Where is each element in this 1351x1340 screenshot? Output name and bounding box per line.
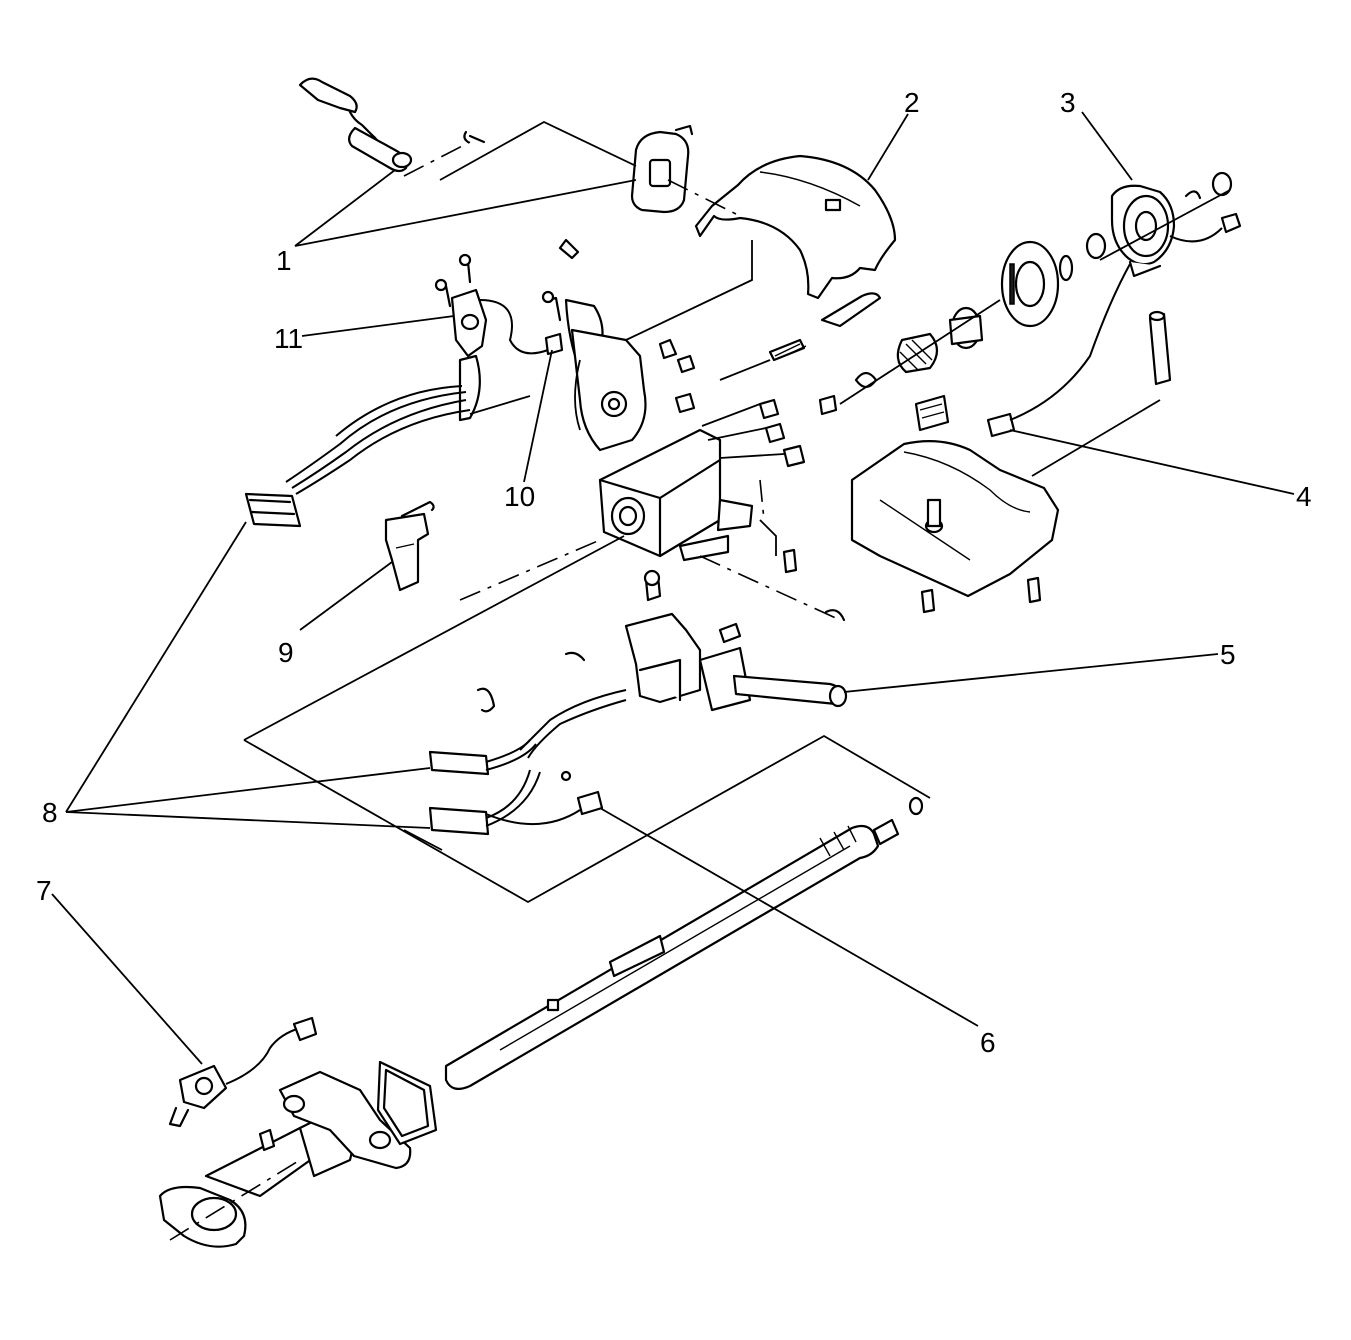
part-4-lower-shroud bbox=[850, 263, 1172, 614]
part-5-multifunction-switch bbox=[476, 569, 848, 759]
callout-1: 1 bbox=[276, 245, 292, 276]
wiring-harness-upper bbox=[244, 385, 471, 528]
callout-10: 10 bbox=[504, 481, 535, 512]
callout-3: 3 bbox=[1060, 87, 1076, 118]
callout-6: 6 bbox=[980, 1027, 996, 1058]
part-9-actuator bbox=[384, 500, 435, 592]
callout-labels: 1 2 3 4 5 6 7 8 9 10 11 bbox=[36, 87, 1312, 1058]
part-10-lock-actuator bbox=[541, 238, 696, 452]
callout-9: 9 bbox=[278, 637, 294, 668]
lock-bolt-pins bbox=[768, 292, 882, 362]
callout-7: 7 bbox=[36, 875, 52, 906]
part-11-switch bbox=[434, 253, 564, 422]
upper-bearing-assembly bbox=[818, 232, 1107, 416]
part-8-lower-harness bbox=[428, 739, 604, 836]
callout-2: 2 bbox=[904, 87, 920, 118]
part-6-steering-shaft bbox=[444, 796, 924, 1091]
part-3-position-sensor bbox=[1099, 171, 1242, 278]
part-7-column-jacket bbox=[158, 1016, 438, 1248]
callout-8: 8 bbox=[42, 797, 58, 828]
callout-5: 5 bbox=[1220, 639, 1236, 670]
callout-leaders bbox=[51, 111, 1295, 1065]
part-1-tilt-lever bbox=[298, 77, 694, 214]
callout-4: 4 bbox=[1296, 481, 1312, 512]
lock-housing bbox=[598, 398, 806, 574]
assembly-guide-lines bbox=[169, 120, 931, 1241]
part-2-upper-shroud bbox=[694, 154, 897, 300]
callout-11: 11 bbox=[274, 323, 303, 354]
